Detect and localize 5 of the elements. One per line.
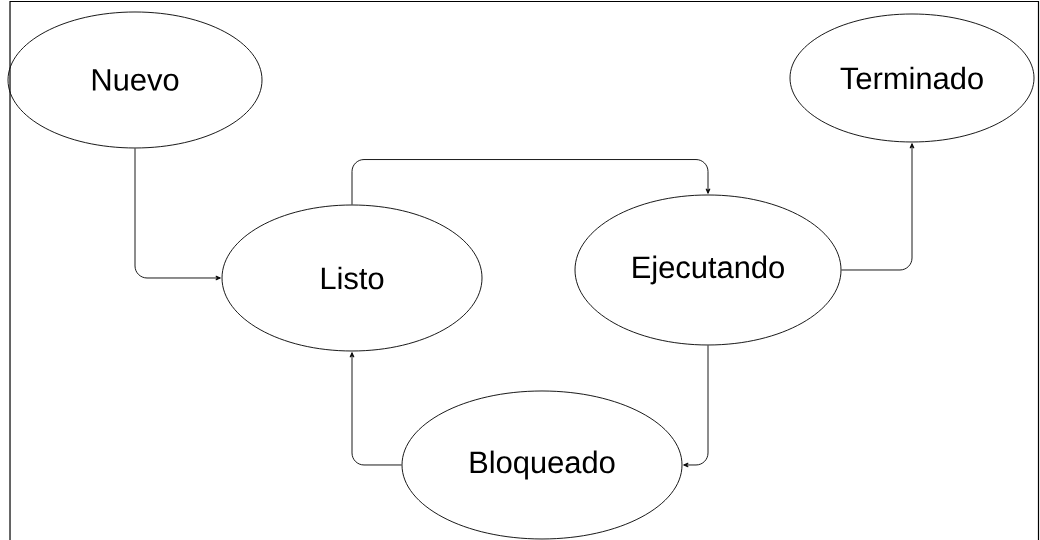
arrow <box>134 148 221 281</box>
arrow <box>683 345 709 468</box>
arrow <box>841 143 915 271</box>
arrow <box>349 352 402 466</box>
arrow <box>351 159 711 205</box>
